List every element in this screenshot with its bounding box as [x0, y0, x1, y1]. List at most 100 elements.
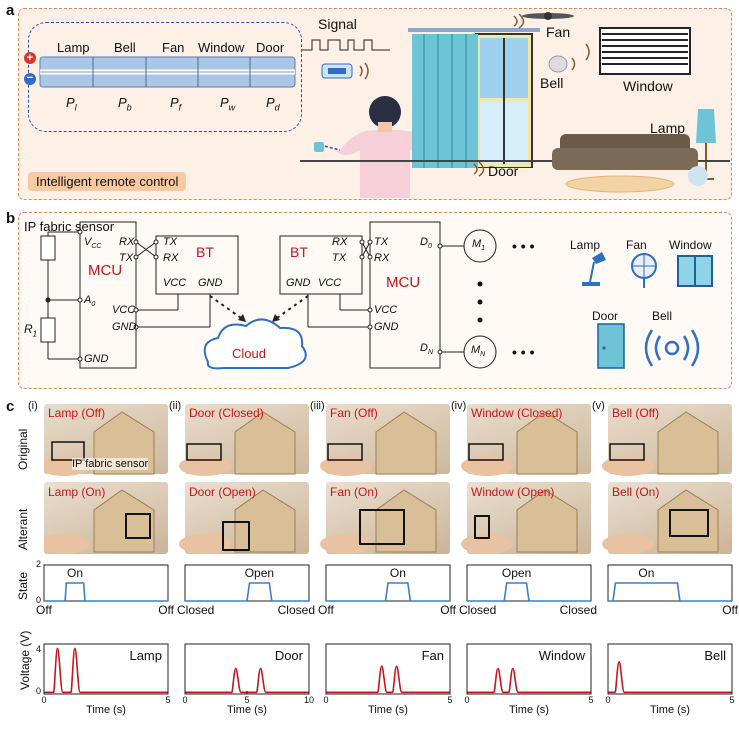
voltage-series-line	[608, 660, 732, 694]
power-sub: f	[178, 102, 182, 113]
hand	[44, 534, 90, 554]
device-label-door: Door	[592, 309, 619, 323]
sensor-highlight-box	[51, 441, 85, 461]
state-left-annotation: Closed	[459, 603, 497, 617]
strip-label-fan: Fan	[162, 40, 185, 55]
caption-alterant-1: Lamp (On)	[48, 485, 106, 499]
blinds-window-illustration	[585, 27, 691, 75]
voltage-series-line	[44, 647, 168, 694]
power-symbol: P	[220, 95, 229, 110]
state-right-annotation: Off	[158, 603, 174, 617]
tx-bt-left-label: TX	[163, 236, 178, 248]
house-model	[234, 411, 296, 475]
m1-symbol: M	[472, 238, 482, 250]
state-right-annotation: Off	[722, 603, 738, 617]
time-axis-label: Time (s)	[227, 704, 267, 716]
device-label-fan: Fan	[626, 238, 647, 252]
voltage-series-line	[467, 667, 591, 694]
state-series-line	[185, 582, 309, 602]
device-highlight-box	[125, 513, 151, 539]
state-right-annotation: Closed	[559, 603, 597, 617]
device-highlight-box	[669, 509, 709, 537]
power-sub: d	[274, 102, 280, 113]
power-label-door: Pd	[266, 95, 280, 113]
m1-label: M1	[472, 238, 485, 252]
state-right-annotation: Closed	[277, 603, 315, 617]
roman-label-4: (iv)	[451, 400, 467, 412]
mn-sub: N	[480, 351, 486, 359]
house-model	[375, 411, 437, 475]
dn-sub: N	[427, 349, 434, 357]
gnd-bt-left-label: GND	[198, 277, 223, 289]
rx-left-label: RX	[119, 236, 135, 248]
ip-fabric-sensor-annotation: IP fabric sensor	[72, 458, 149, 470]
rx-bt-left-label: RX	[163, 252, 179, 264]
a0-symbol: A	[84, 294, 92, 306]
d0-label: D0	[420, 236, 432, 250]
panel-label-b: b	[6, 210, 16, 227]
power-sub: b	[126, 102, 132, 113]
caption-alterant-3: Fan (On)	[330, 485, 379, 499]
strip-label-door: Door	[256, 40, 285, 55]
voltage-plot-title: Window	[538, 648, 585, 663]
house-model	[375, 489, 437, 553]
fabric-strip-graphic	[39, 56, 296, 88]
state-series-line	[44, 582, 168, 602]
device-label-bell: Bell	[652, 309, 673, 323]
caption-original-2: Door (Closed)	[189, 406, 264, 420]
panel-label-a: a	[6, 2, 15, 19]
x-tick-label: 5	[447, 695, 453, 705]
power-symbol: P	[118, 95, 127, 110]
power-sub: l	[74, 102, 77, 113]
state-tick-0: 0	[36, 595, 42, 605]
sensor-highlight-box	[186, 443, 222, 461]
fan-label: Fan	[546, 24, 571, 40]
state-left-annotation: Off	[36, 603, 52, 617]
hand	[179, 456, 231, 476]
sensor-highlight-box	[327, 443, 363, 461]
x-tick-label: 5	[729, 695, 735, 705]
state-series-line	[608, 582, 732, 602]
m1-sub: 1	[481, 245, 486, 253]
bell-label: Bell	[540, 75, 564, 91]
x-tick-label: 5	[165, 695, 171, 705]
roman-label-1: (i)	[28, 400, 38, 412]
bell-illustration	[548, 55, 576, 73]
door-label: Door	[488, 163, 519, 179]
panel-label-c: c	[6, 398, 15, 415]
device-label-lamp: Lamp	[570, 238, 601, 252]
a0-label: A0	[84, 294, 95, 308]
d0-symbol: D	[420, 236, 428, 248]
circuit-diagram	[40, 221, 713, 370]
vcc-bt-right-label: VCC	[318, 277, 342, 289]
mn-label: MN	[471, 344, 485, 358]
signal-graphic	[302, 39, 390, 80]
sofa-illustration	[552, 134, 708, 193]
house-model	[657, 411, 719, 475]
state-on-annotation: On	[66, 566, 84, 580]
voltage-plot-title: Lamp	[129, 648, 162, 663]
tx-right-label: TX	[374, 236, 389, 248]
x-tick-label: 5	[244, 695, 250, 705]
motor-ellipsis-bottom: • • •	[512, 344, 535, 360]
rx-bt-right-label: RX	[332, 236, 348, 248]
strip-label-lamp: Lamp	[57, 40, 90, 55]
motor-ellipsis-top: • • •	[512, 238, 535, 254]
strip-label-window: Window	[198, 40, 245, 55]
bt-left-label: BT	[196, 244, 214, 260]
power-label-window: Pw	[220, 95, 235, 113]
roman-label-5: (v)	[592, 400, 605, 412]
house-model	[516, 489, 578, 553]
time-axis-label: Time (s)	[86, 704, 126, 716]
state-left-annotation: Closed	[177, 603, 215, 617]
x-tick-label: 0	[323, 695, 329, 705]
state-tick-2: 2	[36, 559, 42, 569]
signal-label: Signal	[318, 16, 357, 32]
state-on-annotation: Open	[501, 566, 532, 580]
state-on-annotation: On	[389, 566, 406, 580]
gnd-left-bottom-label: GND	[84, 353, 109, 365]
state-series-line	[467, 582, 591, 602]
sensor-highlight-box	[609, 443, 645, 461]
minus-terminal: −	[24, 73, 36, 85]
caption-alterant-5: Bell (On)	[612, 485, 660, 499]
